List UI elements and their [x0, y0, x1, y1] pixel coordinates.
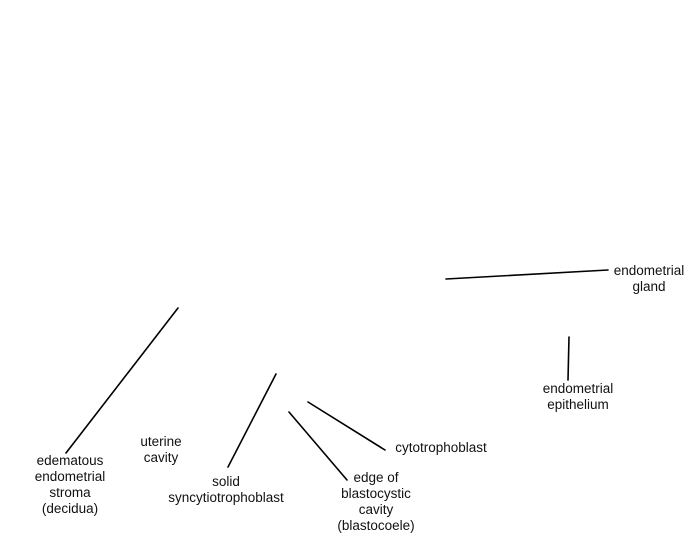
leader-line-cytotrophoblast: [307, 401, 386, 451]
leader-line-edge-of-blastocystic-cavity: [288, 411, 348, 481]
leader-line-endometrial-epithelium: [567, 336, 570, 381]
leader-line-endometrial-gland: [445, 269, 609, 280]
label-endometrial-gland: endometrial gland: [613, 263, 685, 294]
label-cytotrophoblast: cytotrophoblast: [395, 440, 487, 455]
label-edematous-endometrial-stroma: edematous endometrial stroma (decidua): [34, 453, 106, 516]
label-solid-syncytiotrophoblast: solid syncytiotrophoblast: [168, 474, 284, 505]
label-uterine-cavity: uterine cavity: [140, 434, 182, 465]
label-edge-of-blastocystic-cavity: edge of blastocystic cavity (blastocoele…: [337, 470, 415, 533]
leader-line-edematous-endometrial-stroma: [65, 307, 179, 454]
label-endometrial-epithelium: endometrial epithelium: [542, 381, 614, 412]
leader-line-solid-syncytiotrophoblast: [227, 373, 277, 468]
